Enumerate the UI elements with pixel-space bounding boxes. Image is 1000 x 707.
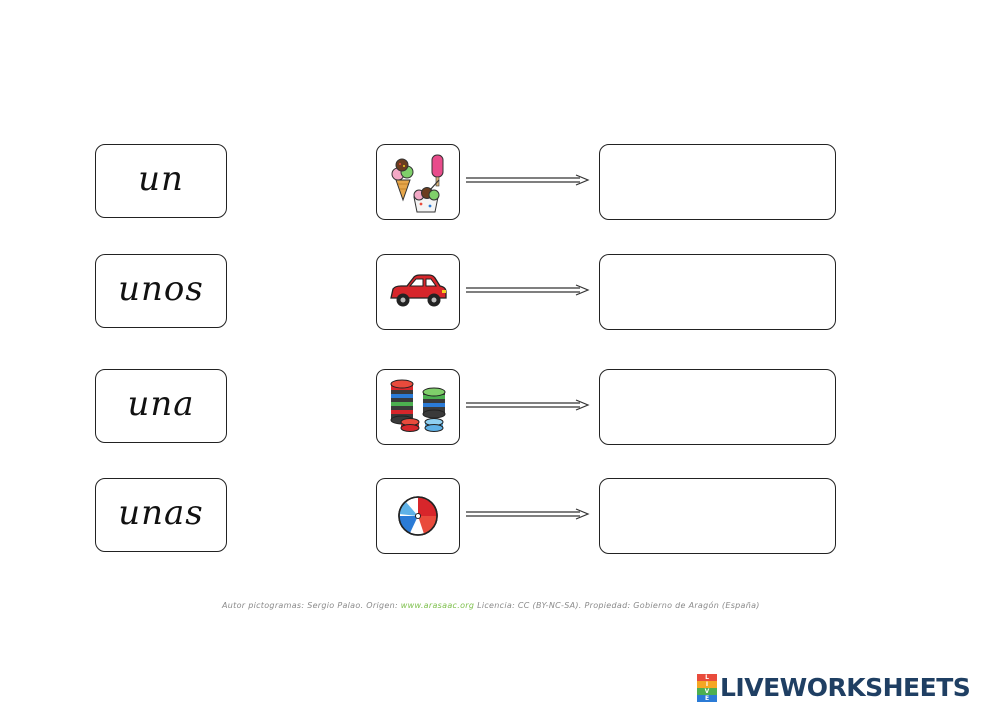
word-text: un — [138, 159, 184, 199]
exercise-row-1: un — [0, 144, 1000, 222]
credits-line: Autor pictogramas: Sergio Palao. Origen:… — [222, 601, 842, 610]
logo-letter: I — [697, 680, 717, 688]
word-card-1: un — [95, 144, 227, 218]
logo-letter: E — [697, 694, 717, 702]
picture-card-4 — [376, 478, 460, 554]
answer-input-1[interactable] — [599, 144, 836, 220]
brand-footer: L I V E LIVEWORKSHEETS — [697, 672, 971, 702]
logo-letter: L — [697, 673, 717, 681]
exercise-row-2: unos — [0, 254, 1000, 332]
picture-card-2 — [376, 254, 460, 330]
logo-letter: V — [697, 687, 717, 695]
beach-ball-icon — [398, 496, 438, 536]
answer-input-3[interactable] — [599, 369, 836, 445]
credits-suffix: Licencia: CC (BY-NC-SA). Propiedad: Gobi… — [474, 601, 760, 610]
word-card-2: unos — [95, 254, 227, 328]
answer-input-2[interactable] — [599, 254, 836, 330]
word-text: unos — [118, 269, 204, 309]
ice-cream-icon — [391, 154, 444, 213]
arrow-right-icon — [466, 508, 590, 520]
liveworksheets-logo-icon: L I V E — [697, 673, 717, 702]
answer-input-4[interactable] — [599, 478, 836, 554]
word-card-4: unas — [95, 478, 227, 552]
arrow-right-icon — [466, 399, 590, 411]
brand-name: LIVEWORKSHEETS — [720, 672, 971, 702]
picture-card-1 — [376, 144, 460, 220]
arrow-right-icon — [466, 174, 590, 186]
credits-prefix: Autor pictogramas: Sergio Palao. Origen: — [222, 601, 401, 610]
arrow-right-icon — [466, 284, 590, 296]
exercise-row-3: una — [0, 369, 1000, 447]
credits-link[interactable]: www.arasaac.org — [400, 601, 475, 610]
poker-chips-icon — [390, 379, 446, 432]
word-text: unas — [118, 493, 204, 533]
exercise-row-4: unas — [0, 478, 1000, 556]
word-card-3: una — [95, 369, 227, 443]
car-icon — [390, 274, 447, 307]
word-text: una — [127, 384, 195, 424]
picture-card-3 — [376, 369, 460, 445]
